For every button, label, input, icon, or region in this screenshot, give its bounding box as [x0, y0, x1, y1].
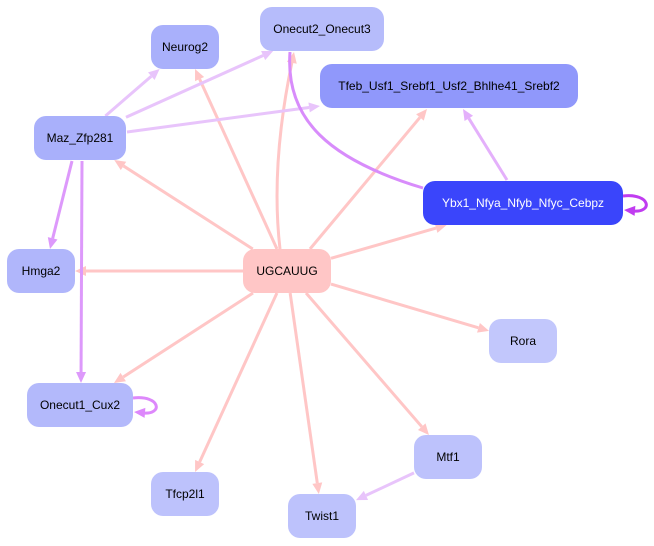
arrowhead — [114, 160, 127, 171]
arrowhead — [356, 490, 369, 501]
edge-Ybx1-to-Ybx1 — [622, 194, 648, 216]
edge-line — [304, 292, 423, 428]
edge-line — [104, 75, 153, 118]
edge-UGCAUUG-to-Maz_Zfp281 — [114, 160, 254, 251]
node-maz-zfp281[interactable]: Maz_Zfp281 — [34, 116, 126, 160]
node-label: Ybx1_Nfya_Nfyb_Nfyc_Cebpz — [442, 196, 604, 210]
arrowhead — [113, 372, 126, 383]
self-loop-line — [132, 396, 158, 415]
edge-UGCAUUG-to-Hmga2 — [75, 266, 243, 276]
node-tfeb[interactable]: Tfeb_Usf1_Srebf1_Usf2_Bhlhe41_Srebf2 — [320, 64, 578, 108]
edge-Onecut1_Cux2-to-Onecut1_Cux2 — [132, 396, 158, 418]
arrowhead — [261, 50, 274, 61]
arrowhead — [417, 423, 429, 435]
edge-line — [275, 61, 294, 250]
node-box[interactable] — [414, 435, 482, 479]
edge-line — [308, 116, 422, 250]
edge-line — [126, 105, 310, 134]
node-label: Rora — [510, 334, 536, 348]
edge-Maz_Zfp281-to-Tfeb — [126, 102, 320, 134]
node-label: Mtf1 — [436, 450, 460, 464]
node-twist1[interactable]: Twist1 — [288, 494, 356, 538]
edge-Maz_Zfp281-to-Hmga2 — [47, 160, 74, 249]
node-ugcauug[interactable]: UGCAUUG — [243, 249, 331, 293]
edge-Maz_Zfp281-to-Onecut1_Cux2 — [76, 160, 87, 383]
arrowhead — [434, 223, 447, 233]
node-tfcp2l1[interactable]: Tfcp2l1 — [151, 472, 219, 516]
node-onecut1-cux2[interactable]: Onecut1_Cux2 — [27, 383, 133, 427]
edge-UGCAUUG-to-Rora — [330, 282, 489, 333]
edge-UGCAUUG-to-Onecut1_Cux2 — [113, 291, 254, 383]
node-rora[interactable]: Rora — [489, 319, 557, 363]
edge-Mtf1-to-Twist1 — [356, 471, 415, 501]
node-box[interactable] — [423, 181, 623, 225]
edge-line — [125, 54, 264, 119]
edge-UGCAUUG-to-Ybx1 — [330, 223, 447, 260]
node-label: Tfeb_Usf1_Srebf1_Usf2_Bhlhe41_Srebf2 — [338, 79, 560, 93]
edge-Maz_Zfp281-to-Onecut2_Onecut3 — [125, 50, 274, 119]
node-onecut2-onecut3[interactable]: Onecut2_Onecut3 — [260, 7, 384, 51]
arrowhead — [148, 69, 160, 80]
edge-UGCAUUG-to-Tfeb — [308, 109, 427, 250]
node-label: Onecut1_Cux2 — [40, 398, 120, 412]
edge-UGCAUUG-to-Tfcp2l1 — [195, 292, 279, 472]
arrowhead — [195, 459, 205, 472]
node-label: Neurog2 — [162, 40, 208, 54]
node-label: Hmga2 — [22, 264, 61, 278]
edge-line — [198, 292, 279, 463]
edge-UGCAUUG-to-Twist1 — [288, 292, 323, 494]
edge-Ybx1-to-Tfeb — [463, 109, 509, 181]
arrowhead — [47, 237, 58, 249]
node-ybx1[interactable]: Ybx1_Nfya_Nfyb_Nfyc_Cebpz — [423, 181, 623, 225]
node-box[interactable] — [320, 64, 578, 108]
node-label: Tfcp2l1 — [165, 487, 205, 501]
node-box[interactable] — [7, 249, 75, 293]
node-neurog2[interactable]: Neurog2 — [151, 25, 219, 69]
edge-line — [330, 226, 437, 260]
edges-layer — [47, 50, 648, 501]
node-box[interactable] — [489, 319, 557, 363]
node-box[interactable] — [243, 249, 331, 293]
edge-UGCAUUG-to-Mtf1 — [304, 292, 429, 435]
edge-UGCAUUG-to-Neurog2 — [195, 69, 279, 250]
node-label: Maz_Zfp281 — [47, 131, 114, 145]
edge-Ybx1-to-Onecut2_Onecut3 — [288, 51, 424, 190]
arrowhead — [76, 371, 87, 383]
node-mtf1[interactable]: Mtf1 — [414, 435, 482, 479]
node-hmga2[interactable]: Hmga2 — [7, 249, 75, 293]
edge-line — [51, 160, 74, 239]
edge-line — [122, 291, 254, 379]
edge-UGCAUUG-to-Onecut2_Onecut3 — [275, 52, 297, 250]
edge-line — [122, 164, 254, 251]
edge-line — [365, 471, 415, 497]
arrowhead — [195, 69, 205, 82]
node-label: Twist1 — [305, 509, 339, 523]
node-box[interactable] — [288, 494, 356, 538]
arrowhead — [463, 109, 474, 121]
nodes-layer: UGCAUUG Neurog2 Onecut2_Onecut3Tfeb_Usf1_S… — [7, 7, 623, 538]
node-box[interactable] — [151, 472, 219, 516]
node-box[interactable] — [27, 383, 133, 427]
edge-line — [330, 282, 479, 330]
self-loop-line — [622, 194, 648, 213]
arrowhead — [624, 205, 636, 216]
arrowhead — [312, 482, 323, 494]
edge-line — [467, 117, 509, 181]
arrowhead — [134, 407, 146, 418]
edge-line — [288, 292, 319, 484]
node-label: Onecut2_Onecut3 — [273, 22, 371, 36]
edge-line — [288, 51, 424, 190]
arrowhead — [477, 322, 489, 333]
edge-Maz_Zfp281-to-Neurog2 — [104, 69, 160, 118]
node-box[interactable] — [151, 25, 219, 69]
edge-line — [198, 78, 279, 250]
arrowhead — [308, 102, 320, 113]
arrowhead — [416, 109, 427, 121]
node-box[interactable] — [260, 7, 384, 51]
node-box[interactable] — [34, 116, 126, 160]
node-label: UGCAUUG — [256, 264, 317, 278]
edge-line — [79, 160, 84, 373]
